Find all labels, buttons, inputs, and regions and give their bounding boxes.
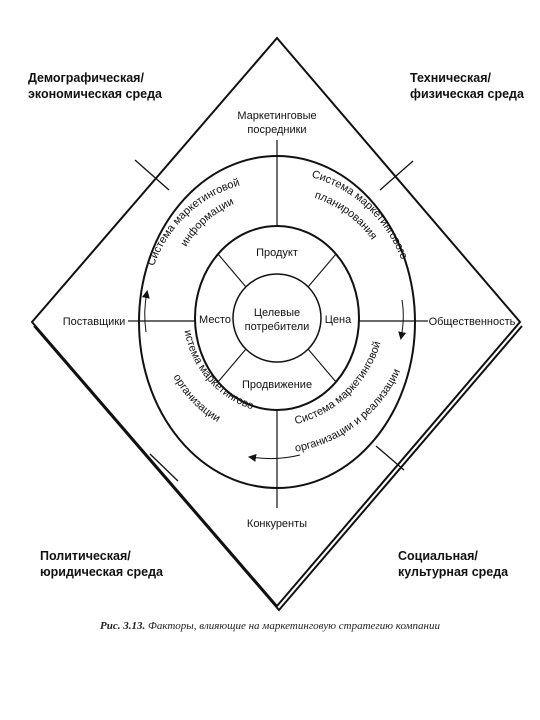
figure-caption: Рис. 3.13. Факторы, влияющие на маркетин…: [0, 620, 540, 632]
public-label: Общественность: [429, 316, 516, 328]
figure-caption-text: Факторы, влияющие на маркетинговую страт…: [147, 620, 441, 632]
arrow-right-down: [398, 299, 407, 340]
competitors-label: Конкуренты: [247, 518, 307, 530]
diamond-tick-tl: [134, 159, 170, 191]
political-legal-environment: Политическая/юридическая среда: [40, 549, 164, 579]
social-cultural-environment: Социальная/культурная среда: [398, 549, 509, 579]
intermediaries-label-line1: Маркетинговые: [237, 110, 316, 122]
diamond-tick-br: [375, 445, 405, 471]
center-line2: потребители: [245, 321, 310, 333]
center-line1: Целевые: [254, 307, 300, 319]
center-circle: [232, 273, 322, 363]
mix-place: Место: [199, 314, 231, 326]
mix-price: Цена: [325, 314, 352, 326]
arrow-left-up: [141, 290, 150, 333]
arrow-bottom-left: [248, 453, 301, 462]
suppliers-label: Поставщики: [63, 316, 126, 328]
diamond-shadow: [33, 325, 523, 612]
mix-divider-bl: [217, 348, 247, 383]
mix-divider-tr: [307, 253, 337, 288]
intermediaries-label-line2: посредники: [247, 124, 306, 136]
mix-divider-tl: [217, 253, 247, 288]
technical-physical-environment: Техническая/физическая среда: [410, 71, 524, 101]
outer-diamond: [30, 36, 522, 608]
demographic-economic-environment: Демографическая/экономическая среда: [28, 71, 162, 101]
mix-promotion: Продвижение: [242, 379, 312, 391]
planning-system-line2: планирования: [313, 189, 379, 242]
mix-divider-br: [307, 348, 337, 383]
diamond-tick-tr: [379, 160, 414, 191]
diamond-tick-bl: [149, 453, 179, 482]
figure-number: Рис. 3.13.: [99, 620, 146, 632]
mix-product: Продукт: [256, 247, 298, 259]
